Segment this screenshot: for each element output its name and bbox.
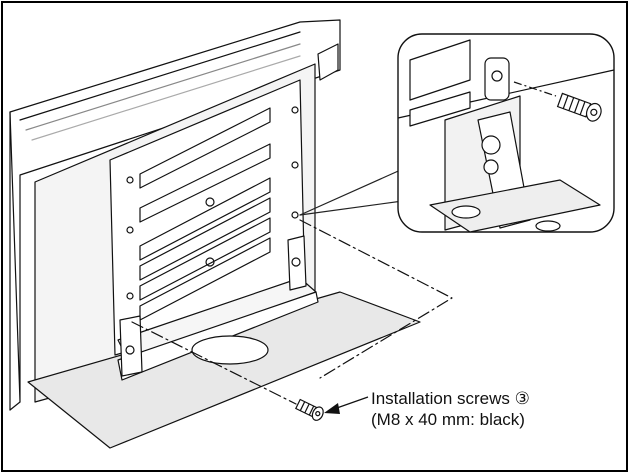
panel-slot (139, 217, 271, 301)
guide-line (299, 219, 453, 379)
panel-slot (139, 107, 271, 189)
callout-line-1: Installation screws ③ (371, 389, 530, 408)
guide-line (131, 321, 297, 405)
installation-screw-icon (556, 92, 602, 122)
panel-slot (139, 177, 271, 261)
pointer-arrow-icon (324, 396, 369, 414)
panel-slot (139, 197, 271, 281)
installation-screw-icon (295, 398, 324, 421)
detail-inset (397, 33, 615, 233)
callout-line-2: (M8 x 40 mm: black) (371, 410, 525, 429)
panel-slot (139, 143, 271, 223)
panel-slot (139, 237, 271, 321)
screw-callout: Installation screws ③ (M8 x 40 mm: black… (371, 388, 611, 430)
